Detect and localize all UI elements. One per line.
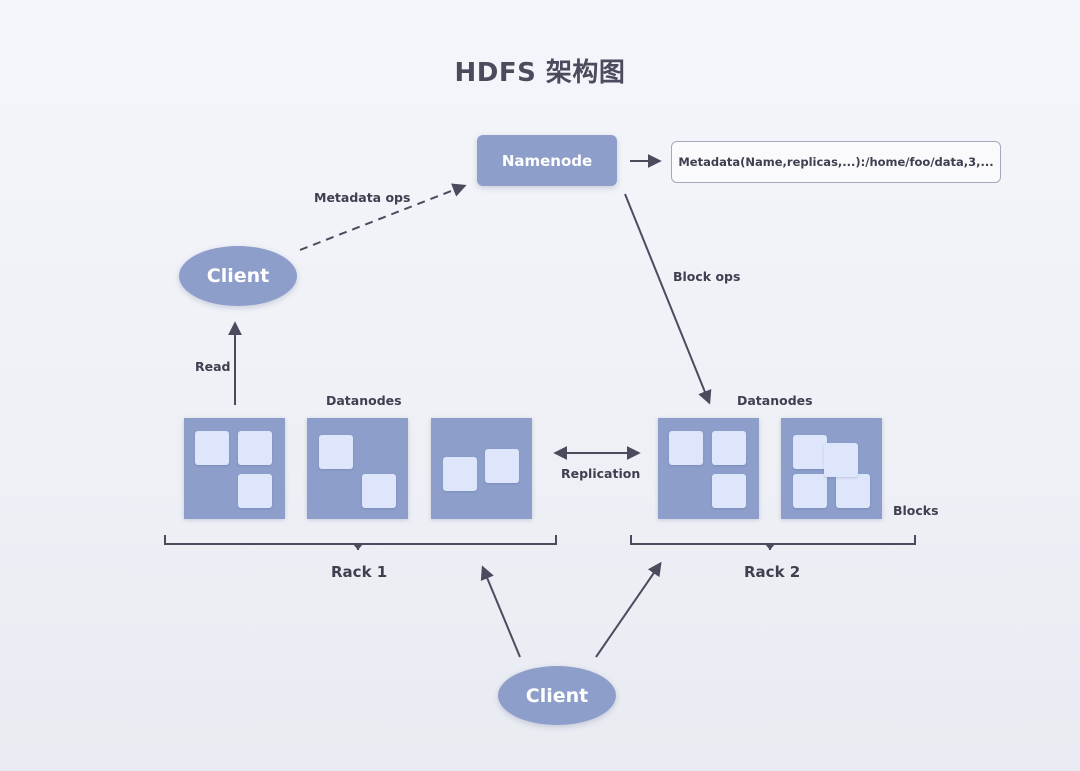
data-block (443, 457, 477, 491)
client-to-rack1-arrow (480, 565, 521, 658)
client-bottom-label: Client (525, 684, 589, 707)
data-block (362, 474, 396, 508)
block-ops-arrow (624, 193, 712, 405)
rack1-datanode-1[interactable] (184, 418, 285, 519)
namenode-label: Namenode (501, 151, 593, 170)
metadata-ops-arrow (299, 183, 467, 251)
replication-label: Replication (561, 466, 641, 481)
data-block (793, 435, 827, 469)
page-title: HDFS 架构图 (454, 58, 626, 88)
client-bottom-node[interactable]: Client (498, 666, 616, 725)
rack2-datanode-1[interactable] (658, 418, 759, 519)
data-block (669, 431, 703, 465)
data-block (793, 474, 827, 508)
data-block (238, 431, 272, 465)
metadata-ops-label: Metadata ops (314, 190, 411, 205)
data-block (485, 449, 519, 483)
data-block (712, 474, 746, 508)
client-top-node[interactable]: Client (179, 246, 297, 306)
namenode-box[interactable]: Namenode (477, 135, 617, 186)
blocks-label: Blocks (893, 503, 939, 518)
read-label: Read (195, 359, 231, 374)
rack1-bracket (164, 535, 557, 550)
data-block (712, 431, 746, 465)
data-block (824, 443, 858, 477)
data-block (836, 474, 870, 508)
rack2-datanodes-label: Datanodes (737, 393, 813, 408)
block-ops-label: Block ops (673, 269, 741, 284)
data-block (195, 431, 229, 465)
client-top-label: Client (206, 265, 270, 287)
data-block (238, 474, 272, 508)
rack1-datanodes-label: Datanodes (326, 393, 402, 408)
rack2-label: Rack 2 (744, 563, 801, 581)
rack1-datanode-2[interactable] (307, 418, 408, 519)
data-block (319, 435, 353, 469)
rack2-datanode-2[interactable] (781, 418, 882, 519)
rack1-datanode-3[interactable] (431, 418, 532, 519)
rack1-label: Rack 1 (331, 563, 388, 581)
client-to-rack2-arrow (595, 561, 662, 658)
rack2-bracket (630, 535, 916, 550)
metadata-box: Metadata(Name,replicas,...):/home/foo/da… (671, 141, 1001, 183)
metadata-text: Metadata(Name,replicas,...):/home/foo/da… (678, 155, 994, 169)
